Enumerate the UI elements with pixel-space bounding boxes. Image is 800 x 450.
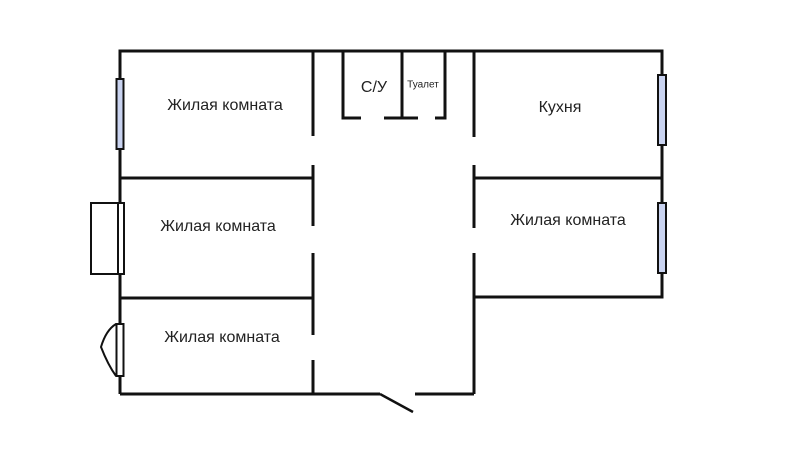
room-label: Кухня [539, 99, 582, 116]
bathroom-walls [341, 51, 447, 120]
entrance-door[interactable] [379, 392, 414, 414]
window-left-bottom [115, 323, 125, 377]
window-right-top [657, 74, 667, 146]
window-right-bottom [657, 202, 667, 274]
outer-wall [118, 49, 664, 394]
room-label: Жилая комната [510, 212, 626, 229]
windows [90, 74, 667, 377]
bay-window [99, 323, 117, 377]
window-left-top [115, 78, 125, 150]
room-label: Жилая комната [160, 218, 276, 235]
window-left-middle [117, 202, 125, 275]
walls [118, 49, 664, 414]
room-label: С/У [361, 79, 388, 96]
room-label: Туалет [407, 80, 439, 91]
room-labels: Жилая комната Жилая комната Жилая комнат… [160, 79, 626, 346]
room-label: Жилая комната [167, 97, 283, 114]
room-label: Жилая комната [164, 329, 280, 346]
